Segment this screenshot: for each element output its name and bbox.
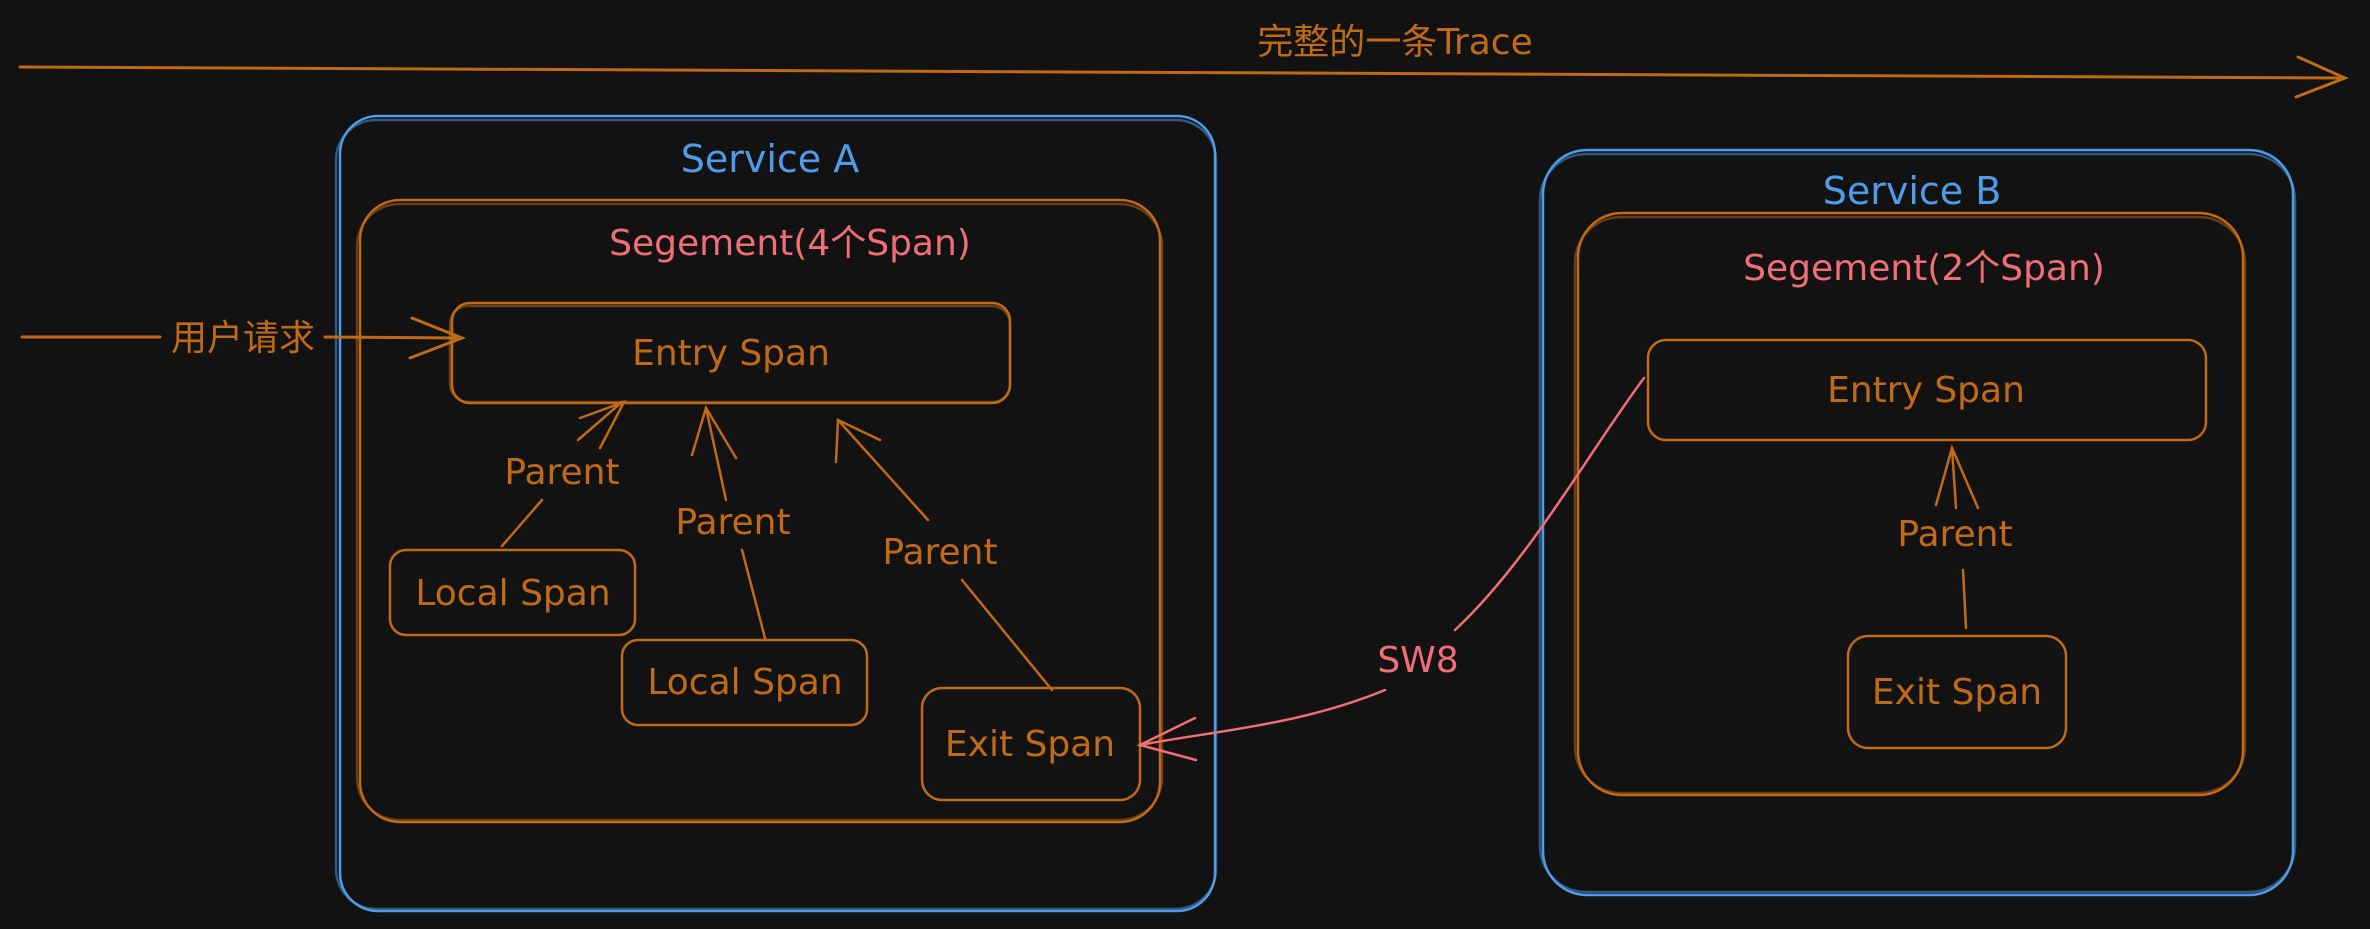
- parent-label-1: Parent: [504, 452, 619, 493]
- user-request-arrow: [20, 316, 467, 360]
- service-b-exit-span-label: Exit Span: [1872, 672, 2042, 713]
- service-b-parent-label: Parent: [1897, 514, 2012, 555]
- sw8-arrow: [1136, 376, 1646, 762]
- trace-label: 完整的一条Trace: [1257, 22, 1533, 63]
- service-a-title: Service A: [681, 137, 860, 181]
- service-b-segment-label: Segement(2个Span): [1743, 248, 2105, 289]
- local-span-2-box: [620, 638, 869, 727]
- service-b-segment-box: [1573, 211, 2247, 797]
- service-b-parent-arrow: [1934, 444, 1980, 630]
- local-span-1-label: Local Span: [415, 573, 610, 614]
- parent-label-3: Parent: [882, 532, 997, 573]
- service-b-entry-span-box: [1646, 338, 2208, 442]
- service-a-entry-span-label: Entry Span: [632, 333, 830, 374]
- service-b-exit-span-box: [1846, 634, 2068, 750]
- sw8-label: SW8: [1377, 640, 1458, 681]
- user-request-label: 用户请求: [171, 318, 315, 359]
- service-a-segment-label: Segement(4个Span): [609, 223, 971, 264]
- service-a-box: [334, 114, 1218, 913]
- service-b-entry-span-label: Entry Span: [1827, 370, 2025, 411]
- service-b-box: [1538, 148, 2297, 897]
- service-a-exit-span-label: Exit Span: [945, 724, 1115, 765]
- service-b-title: Service B: [1823, 169, 2002, 213]
- service-a-segment-box: [355, 198, 1164, 824]
- trace-arrow: [18, 55, 2349, 99]
- parent-label-2: Parent: [675, 502, 790, 543]
- local-span-1-box: [388, 548, 637, 637]
- service-a-entry-span-box: [448, 301, 1012, 405]
- local-span-2-label: Local Span: [647, 662, 842, 703]
- service-a-parent-arrows: [500, 399, 1054, 692]
